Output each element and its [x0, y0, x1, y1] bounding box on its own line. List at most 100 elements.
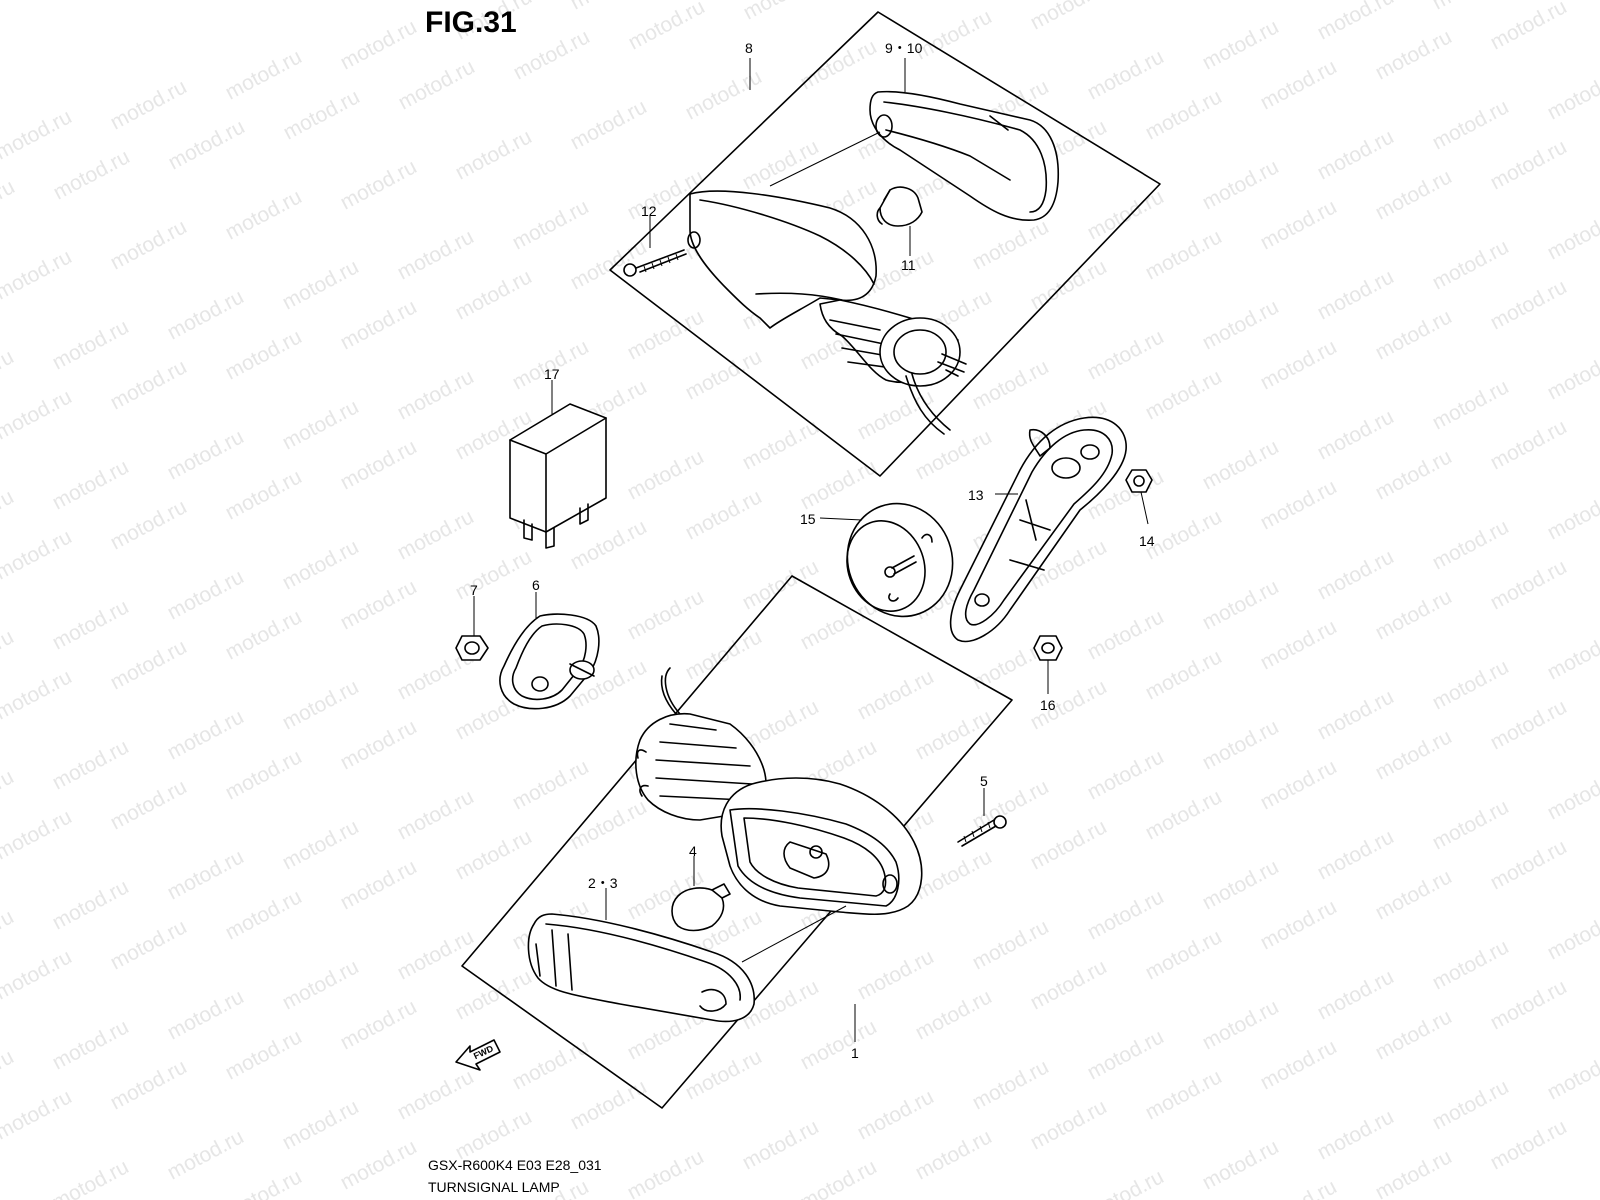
- watermark-text: motod.ru: [49, 1015, 133, 1074]
- watermark-text: motod.ru: [1257, 335, 1341, 394]
- callout-5: 5: [980, 773, 988, 789]
- lower-bulb: [671, 883, 731, 932]
- watermark-text: motod.ru: [107, 915, 191, 974]
- watermark-text: motod.ru: [1027, 815, 1111, 874]
- watermark-text: motod.ru: [337, 855, 421, 914]
- footer: GSX-R600K4 E03 E28_031 TURNSIGNAL LAMP: [428, 1154, 602, 1198]
- watermark-text: motod.ru: [164, 845, 248, 904]
- callout-6: 6: [532, 577, 540, 593]
- watermark-text: motod.ru: [739, 135, 823, 194]
- watermark-text: motod.ru: [1544, 1045, 1600, 1104]
- watermark-text: motod.ru: [337, 1135, 421, 1194]
- watermark-text: motod.ru: [1429, 235, 1513, 294]
- watermark-text: motod.ru: [624, 445, 708, 504]
- watermark-text: motod.ru: [164, 705, 248, 764]
- watermark-text: motod.ru: [394, 785, 478, 844]
- watermark-text: motod.ru: [452, 125, 536, 184]
- watermark-text: motod.ru: [797, 1015, 881, 1074]
- watermark-text: motod.ru: [1257, 195, 1341, 254]
- watermark-text: motod.ru: [1314, 405, 1398, 464]
- watermark-text: motod.ru: [1142, 1065, 1226, 1124]
- watermark-text: motod.ru: [1142, 0, 1226, 4]
- lower-turnsignal-housing: [635, 667, 923, 916]
- nut-14: [1125, 469, 1153, 493]
- watermark-text: motod.ru: [0, 105, 76, 164]
- watermark-text: motod.ru: [1544, 485, 1600, 544]
- watermark-text: motod.ru: [1199, 1135, 1283, 1194]
- watermark-text: motod.ru: [969, 915, 1053, 974]
- watermark-text: motod.ru: [107, 495, 191, 554]
- watermark-text: motod.ru: [222, 1025, 306, 1084]
- watermark-text: motod.ru: [337, 15, 421, 74]
- watermark-text: motod.ru: [797, 35, 881, 94]
- watermark-text: motod.ru: [279, 1095, 363, 1154]
- watermark-text: motod.ru: [337, 435, 421, 494]
- watermark-text: motod.ru: [337, 295, 421, 354]
- watermark-text: motod.ru: [1429, 655, 1513, 714]
- upper-bulb: [876, 186, 923, 227]
- watermark-text: motod.ru: [222, 465, 306, 524]
- callout-8: 8: [745, 40, 753, 56]
- watermark-text: motod.ru: [1142, 365, 1226, 424]
- watermark-text: motod.ru: [394, 1065, 478, 1124]
- watermark-text: motod.ru: [0, 1045, 18, 1104]
- watermark-text: motod.ru: [164, 425, 248, 484]
- watermark-text: motod.ru: [567, 515, 651, 574]
- watermark-text: motod.ru: [107, 635, 191, 694]
- watermark-text: motod.ru: [1429, 95, 1513, 154]
- callout-15: 15: [800, 511, 816, 527]
- watermark-text: motod.ru: [1257, 475, 1341, 534]
- watermark-text: motod.ru: [1429, 1075, 1513, 1134]
- watermark-text: motod.ru: [625, 0, 709, 54]
- watermark-text: motod.ru: [1027, 955, 1111, 1014]
- watermark-text: motod.ru: [1487, 135, 1571, 194]
- watermark-text: motod.ru: [1257, 895, 1341, 954]
- watermark-text: motod.ru: [624, 585, 708, 644]
- callout-16: 16: [1040, 697, 1056, 713]
- watermark-text: motod.ru: [279, 815, 363, 874]
- watermark-text: motod.ru: [969, 355, 1053, 414]
- watermark-text: motod.ru: [49, 735, 133, 794]
- callout-labels: 8 9・10 11 12 17 13 14 15 16 7 6 5 4 2・3 …: [470, 40, 1155, 1061]
- watermark-text: motod.ru: [452, 825, 536, 884]
- watermark-text: motod.ru: [222, 605, 306, 664]
- lower-screw: [957, 815, 1007, 847]
- watermark-text: motod.ru: [0, 385, 76, 444]
- watermark-text: motod.ru: [279, 675, 363, 734]
- watermark-text: motod.ru: [912, 5, 996, 64]
- watermark-text: motod.ru: [222, 185, 306, 244]
- watermark-text: motod.ru: [395, 55, 479, 114]
- figure-title: FIG.31: [425, 6, 517, 39]
- watermark-text: motod.ru: [1429, 935, 1513, 994]
- callout-7: 7: [470, 582, 478, 598]
- watermark-text: motod.ru: [1027, 255, 1111, 314]
- section-name: TURNSIGNAL LAMP: [428, 1179, 560, 1195]
- watermark-text: motod.ru: [1487, 0, 1571, 54]
- watermark-text: motod.ru: [1199, 155, 1283, 214]
- watermark-text: motod.ru: [510, 25, 594, 84]
- watermark-text: motod.ru: [682, 485, 766, 544]
- watermark-text: motod.ru: [394, 505, 478, 564]
- watermark-text: motod.ru: [279, 255, 363, 314]
- watermark-text: motod.ru: [107, 355, 191, 414]
- watermark-text: motod.ru: [509, 755, 593, 814]
- watermark-text: motod.ru: [1487, 835, 1571, 894]
- watermark-text: motod.ru: [1314, 0, 1398, 44]
- callout-4: 4: [689, 843, 697, 859]
- watermark-text: motod.ru: [1199, 995, 1283, 1054]
- watermark-text: motod.ru: [969, 1055, 1053, 1114]
- watermark-text: motod.ru: [0, 625, 18, 684]
- watermark-text: motod.ru: [279, 395, 363, 454]
- watermark-text: motod.ru: [1027, 1095, 1111, 1154]
- callout-13: 13: [968, 487, 984, 503]
- watermark-text: motod.ru: [912, 845, 996, 904]
- watermark-text: motod.ru: [394, 225, 478, 284]
- bracket: [949, 416, 1127, 643]
- watermark-text: motod.ru: [1372, 865, 1456, 924]
- watermark-text: motod.ru: [1372, 1005, 1456, 1064]
- watermark-text: motod.ru: [682, 625, 766, 684]
- watermark-text: motod.ru: [0, 765, 18, 824]
- model-code: GSX-R600K4 E03 E28_031: [428, 1157, 602, 1173]
- watermark-text: motod.ru: [452, 265, 536, 324]
